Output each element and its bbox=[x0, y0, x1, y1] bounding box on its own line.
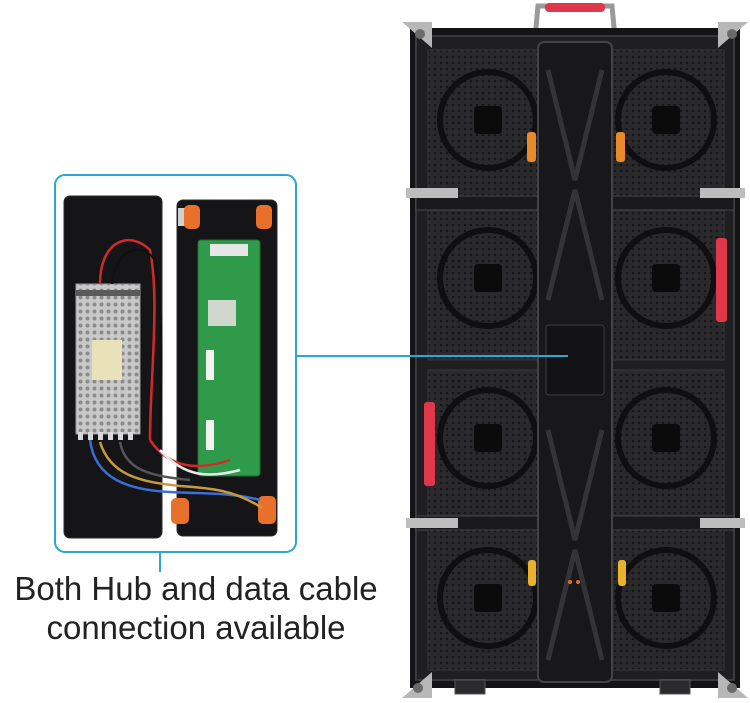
caption-line-2: connection available bbox=[46, 609, 346, 646]
side-handle-left bbox=[424, 402, 435, 486]
side-handle-right bbox=[716, 238, 727, 322]
latch bbox=[527, 132, 536, 162]
data-connector-box bbox=[545, 324, 605, 396]
latch bbox=[528, 560, 536, 586]
control-box-inset bbox=[54, 174, 297, 553]
corner-brackets bbox=[402, 22, 748, 698]
caption-line-1: Both Hub and data cable bbox=[14, 570, 378, 607]
module-ornaments bbox=[437, 69, 717, 649]
carry-handle-grip bbox=[545, 3, 605, 12]
module-hubs bbox=[474, 106, 680, 612]
latch bbox=[616, 132, 625, 162]
latch bbox=[618, 560, 626, 586]
callout-connector-line bbox=[159, 355, 568, 572]
led-cabinet-back bbox=[402, 3, 748, 698]
receiver-card bbox=[197, 239, 261, 477]
cables bbox=[88, 239, 263, 510]
orange-rollers bbox=[171, 205, 276, 524]
